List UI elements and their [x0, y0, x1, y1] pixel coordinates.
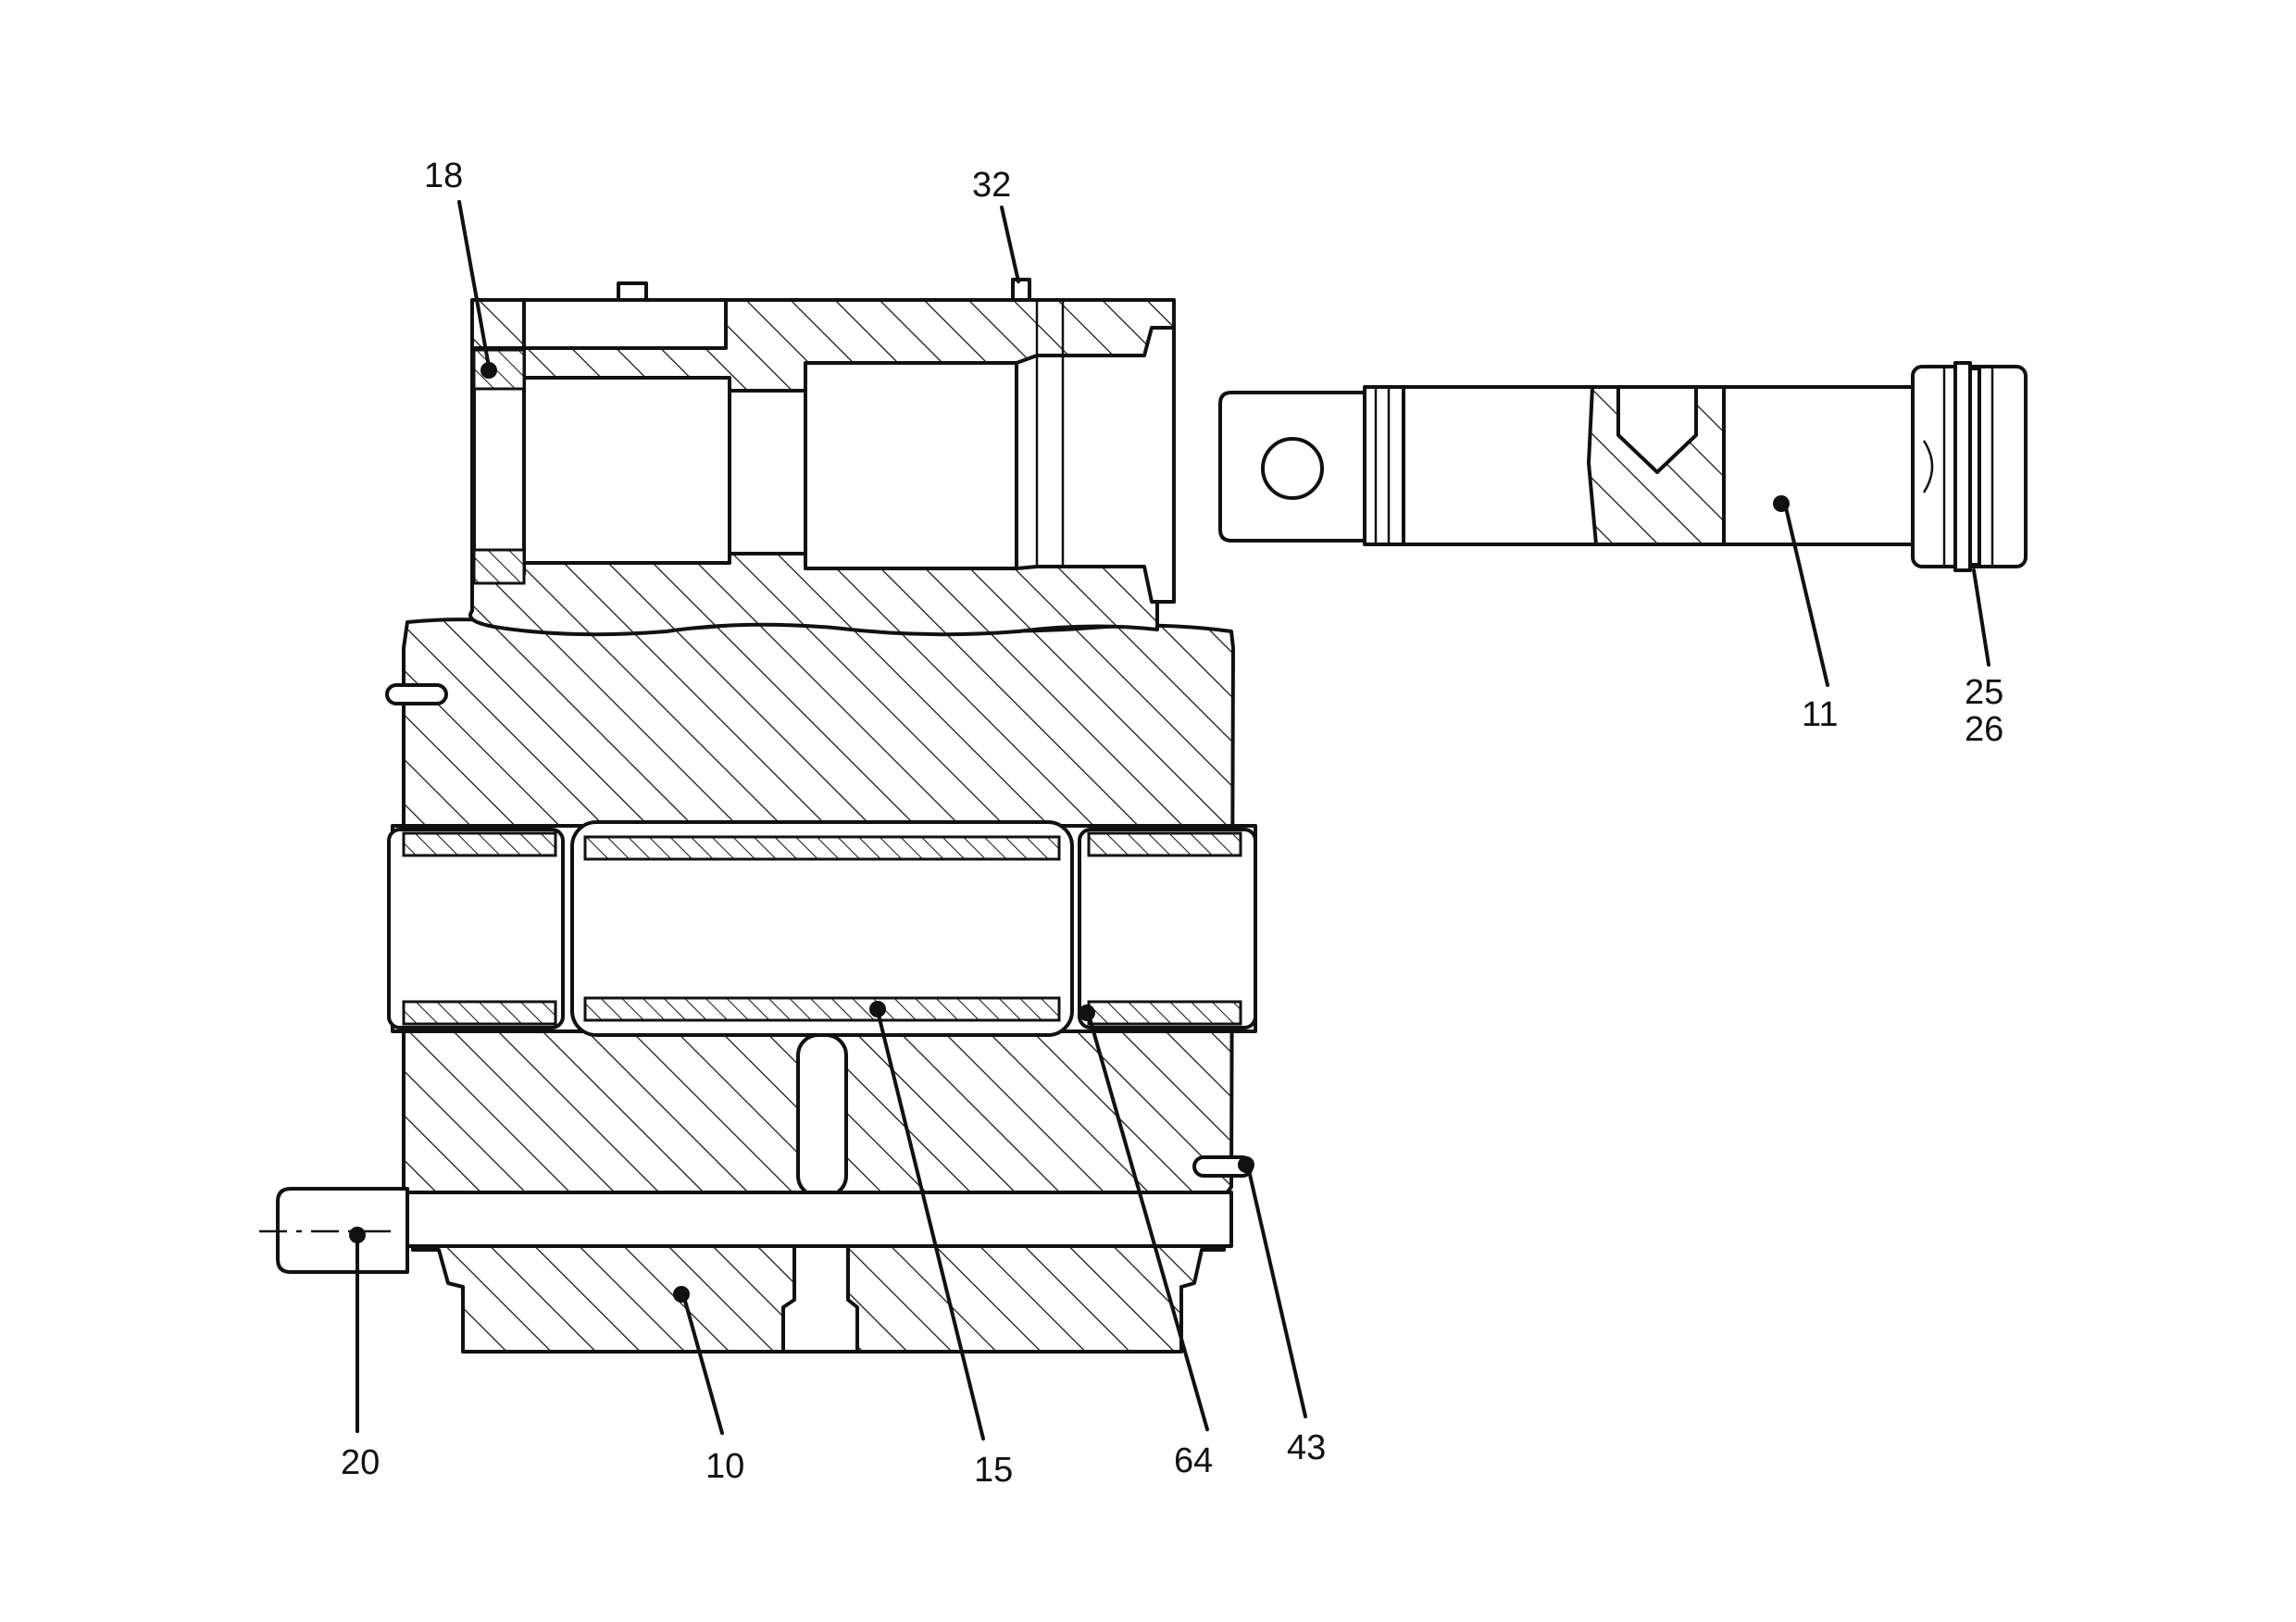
spool-11 — [1218, 361, 2028, 572]
lower-plug — [781, 1244, 859, 1354]
shaft-20 — [276, 1187, 409, 1274]
callout-43: 43 — [1287, 1429, 1326, 1467]
leader-lines — [349, 200, 1990, 1441]
right-bearing — [1078, 828, 1257, 1029]
spool-collar — [1363, 385, 1405, 546]
callout-64: 64 — [1174, 1441, 1213, 1480]
clevis-hole — [1261, 437, 1324, 500]
lower-passage — [406, 1191, 1233, 1248]
callout-10: 10 — [705, 1447, 744, 1486]
upper-bore-inner — [522, 298, 728, 350]
callout-18: 18 — [424, 156, 463, 195]
fitting-32 — [1011, 278, 1031, 302]
upper-bore-main — [522, 376, 731, 565]
top-pin — [617, 281, 648, 302]
callout-labels: 18 32 25 26 11 20 10 15 64 43 — [341, 156, 2003, 1490]
seal-ring-18-top — [472, 348, 526, 391]
upper-bore-port — [1015, 326, 1176, 604]
callout-11: 11 — [1802, 695, 1838, 734]
housing-body — [259, 278, 1257, 1354]
callout-26: 26 — [1965, 710, 2003, 749]
callout-20: 20 — [341, 1443, 380, 1482]
spool-cone — [1616, 385, 1698, 474]
left-bearing — [387, 828, 565, 1029]
upper-bore-large — [804, 361, 1018, 570]
spool-ring-25 — [1953, 361, 1972, 572]
seal-ring-18-bottom — [472, 548, 526, 585]
callout-32: 32 — [972, 166, 1011, 205]
vertical-passage — [796, 1033, 848, 1198]
center-sleeve-15 — [570, 820, 1074, 1037]
callout-15: 15 — [974, 1451, 1013, 1490]
left-pin — [385, 683, 448, 705]
spool-ring-26 — [1968, 367, 1981, 567]
upper-bore-neck — [728, 389, 807, 555]
callout-25: 25 — [1965, 673, 2003, 712]
